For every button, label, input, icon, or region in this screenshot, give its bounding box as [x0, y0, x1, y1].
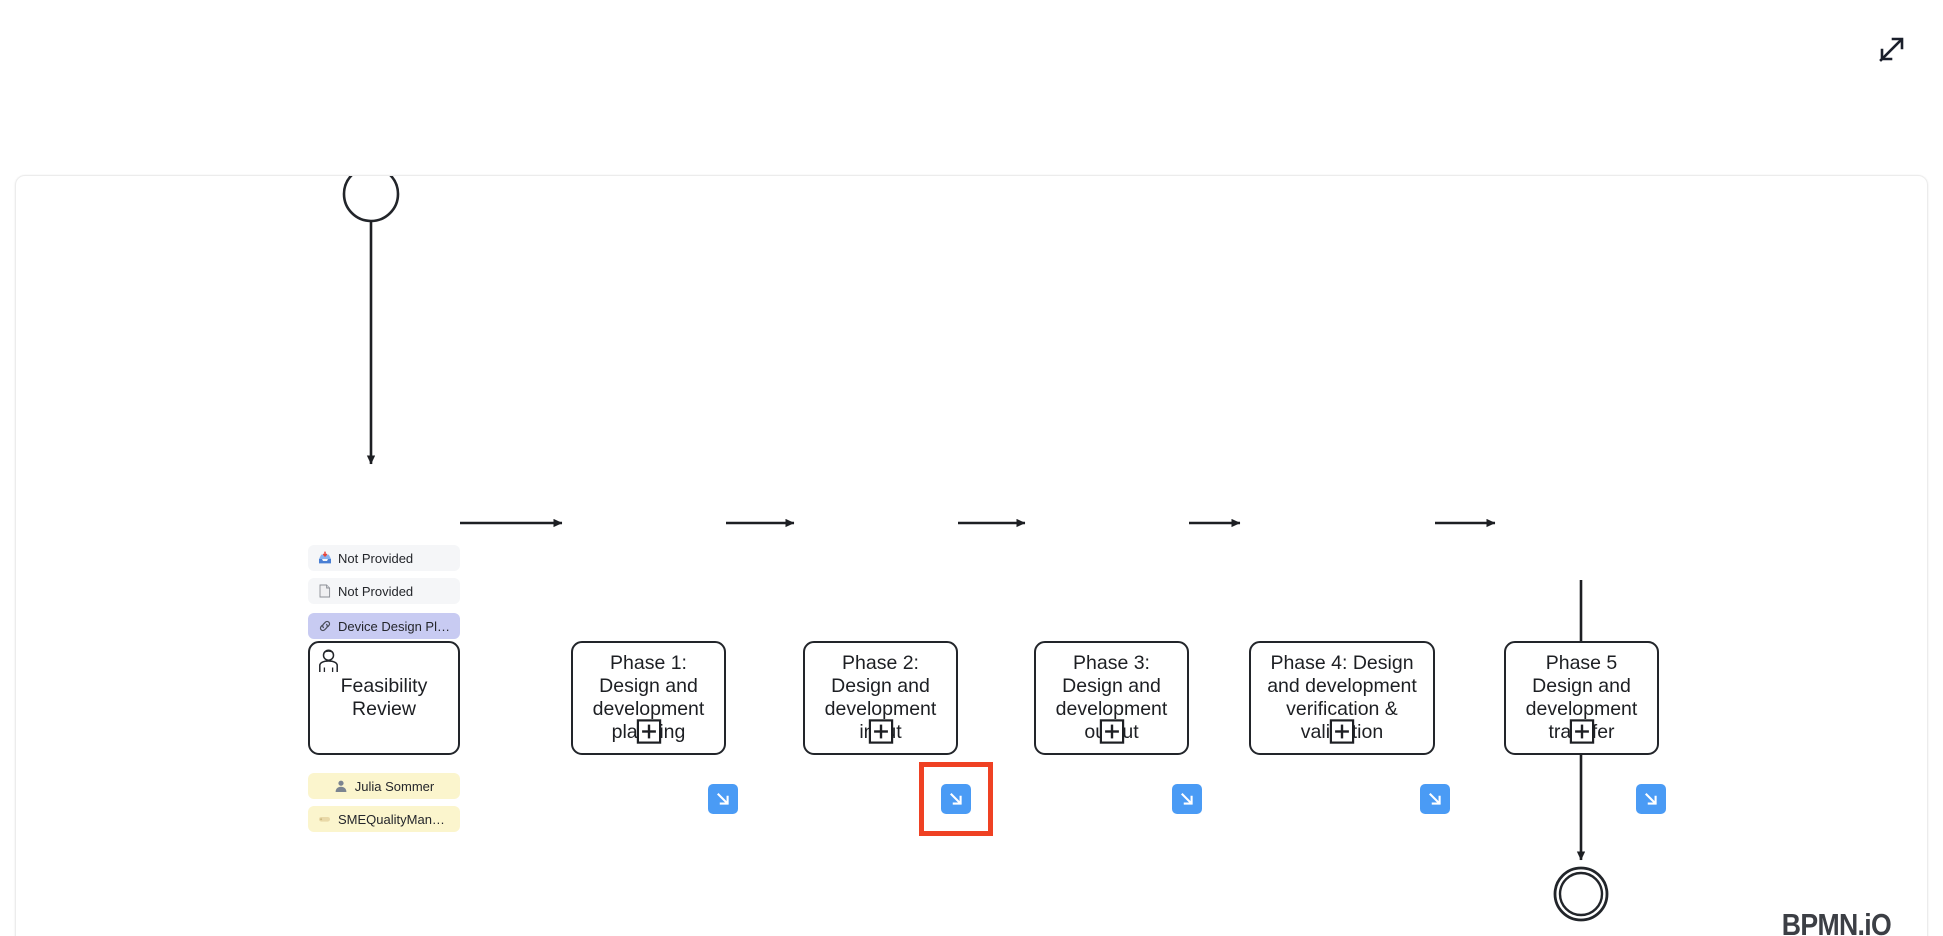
- inbox-input-icon: [317, 551, 332, 566]
- badge-input-not-provided[interactable]: Not Provided: [308, 545, 460, 571]
- badge-label: Not Provided: [338, 583, 414, 599]
- drill-down-button-phase-5[interactable]: [1636, 784, 1666, 814]
- task-label: Feasibility Review: [340, 675, 428, 720]
- task-label: Phase 5 Design and development transfer: [1525, 652, 1638, 743]
- task-phase-4[interactable]: Phase 4: Design and development verifica…: [1249, 641, 1435, 755]
- task-label: Phase 4: Design and development verifica…: [1267, 652, 1417, 743]
- badge-label: Not Provided: [338, 550, 414, 566]
- plus-marker-icon[interactable]: [868, 719, 893, 744]
- tag-icon: [317, 812, 332, 827]
- user-task-icon: [316, 648, 342, 674]
- drill-down-button-phase-1[interactable]: [708, 784, 738, 814]
- diagram-layer: Not Provided Not Provided: [16, 176, 1927, 936]
- arrow-down-right-icon: [946, 789, 966, 809]
- badge-label: SMEQualityManage...: [338, 811, 451, 827]
- badge-output-not-provided[interactable]: Not Provided: [308, 578, 460, 604]
- plus-marker-icon[interactable]: [1099, 719, 1124, 744]
- top-toolbar: [0, 0, 1943, 170]
- drill-down-button-phase-4[interactable]: [1420, 784, 1450, 814]
- arrow-down-right-icon: [1425, 789, 1445, 809]
- plus-marker-icon[interactable]: [1329, 719, 1355, 744]
- document-output-icon: [317, 584, 332, 599]
- connector-layer: [342, 176, 1609, 922]
- arrow-down-right-icon: [1641, 789, 1661, 809]
- diagram-canvas[interactable]: Not Provided Not Provided: [15, 175, 1928, 936]
- task-label: Phase 3: Design and development output: [1055, 652, 1168, 743]
- task-phase-3[interactable]: Phase 3: Design and development output: [1034, 641, 1189, 755]
- task-feasibility-review[interactable]: Feasibility Review: [308, 641, 460, 755]
- bpmn-io-logo: BPMN.iO: [1781, 907, 1892, 936]
- arrow-down-right-icon: [713, 789, 733, 809]
- badge-label: Julia Sommer: [354, 778, 435, 794]
- expand-diagonal-arrows-icon: [1875, 32, 1909, 66]
- start-event[interactable]: [342, 176, 400, 223]
- task-phase-5[interactable]: Phase 5 Design and development transfer: [1504, 641, 1659, 755]
- arrow-down-right-icon: [1177, 789, 1197, 809]
- badge-device-design-plan[interactable]: Device Design Pla...: [308, 613, 460, 639]
- badge-role-tag[interactable]: SMEQualityManage...: [308, 806, 460, 832]
- link-icon: [317, 619, 332, 634]
- drill-down-button-phase-3[interactable]: [1172, 784, 1202, 814]
- badge-assignee[interactable]: Julia Sommer: [308, 773, 460, 799]
- badge-label: Device Design Pla...: [338, 618, 451, 634]
- plus-marker-icon[interactable]: [636, 719, 661, 744]
- plus-marker-icon[interactable]: [1569, 719, 1594, 744]
- person-icon: [334, 779, 349, 794]
- expand-diagram-button[interactable]: [1869, 26, 1915, 72]
- task-phase-1[interactable]: Phase 1: Design and development planning: [571, 641, 726, 755]
- drill-down-button-phase-2[interactable]: [941, 784, 971, 814]
- end-event[interactable]: [1553, 866, 1609, 922]
- task-phase-2[interactable]: Phase 2: Design and development input: [803, 641, 958, 755]
